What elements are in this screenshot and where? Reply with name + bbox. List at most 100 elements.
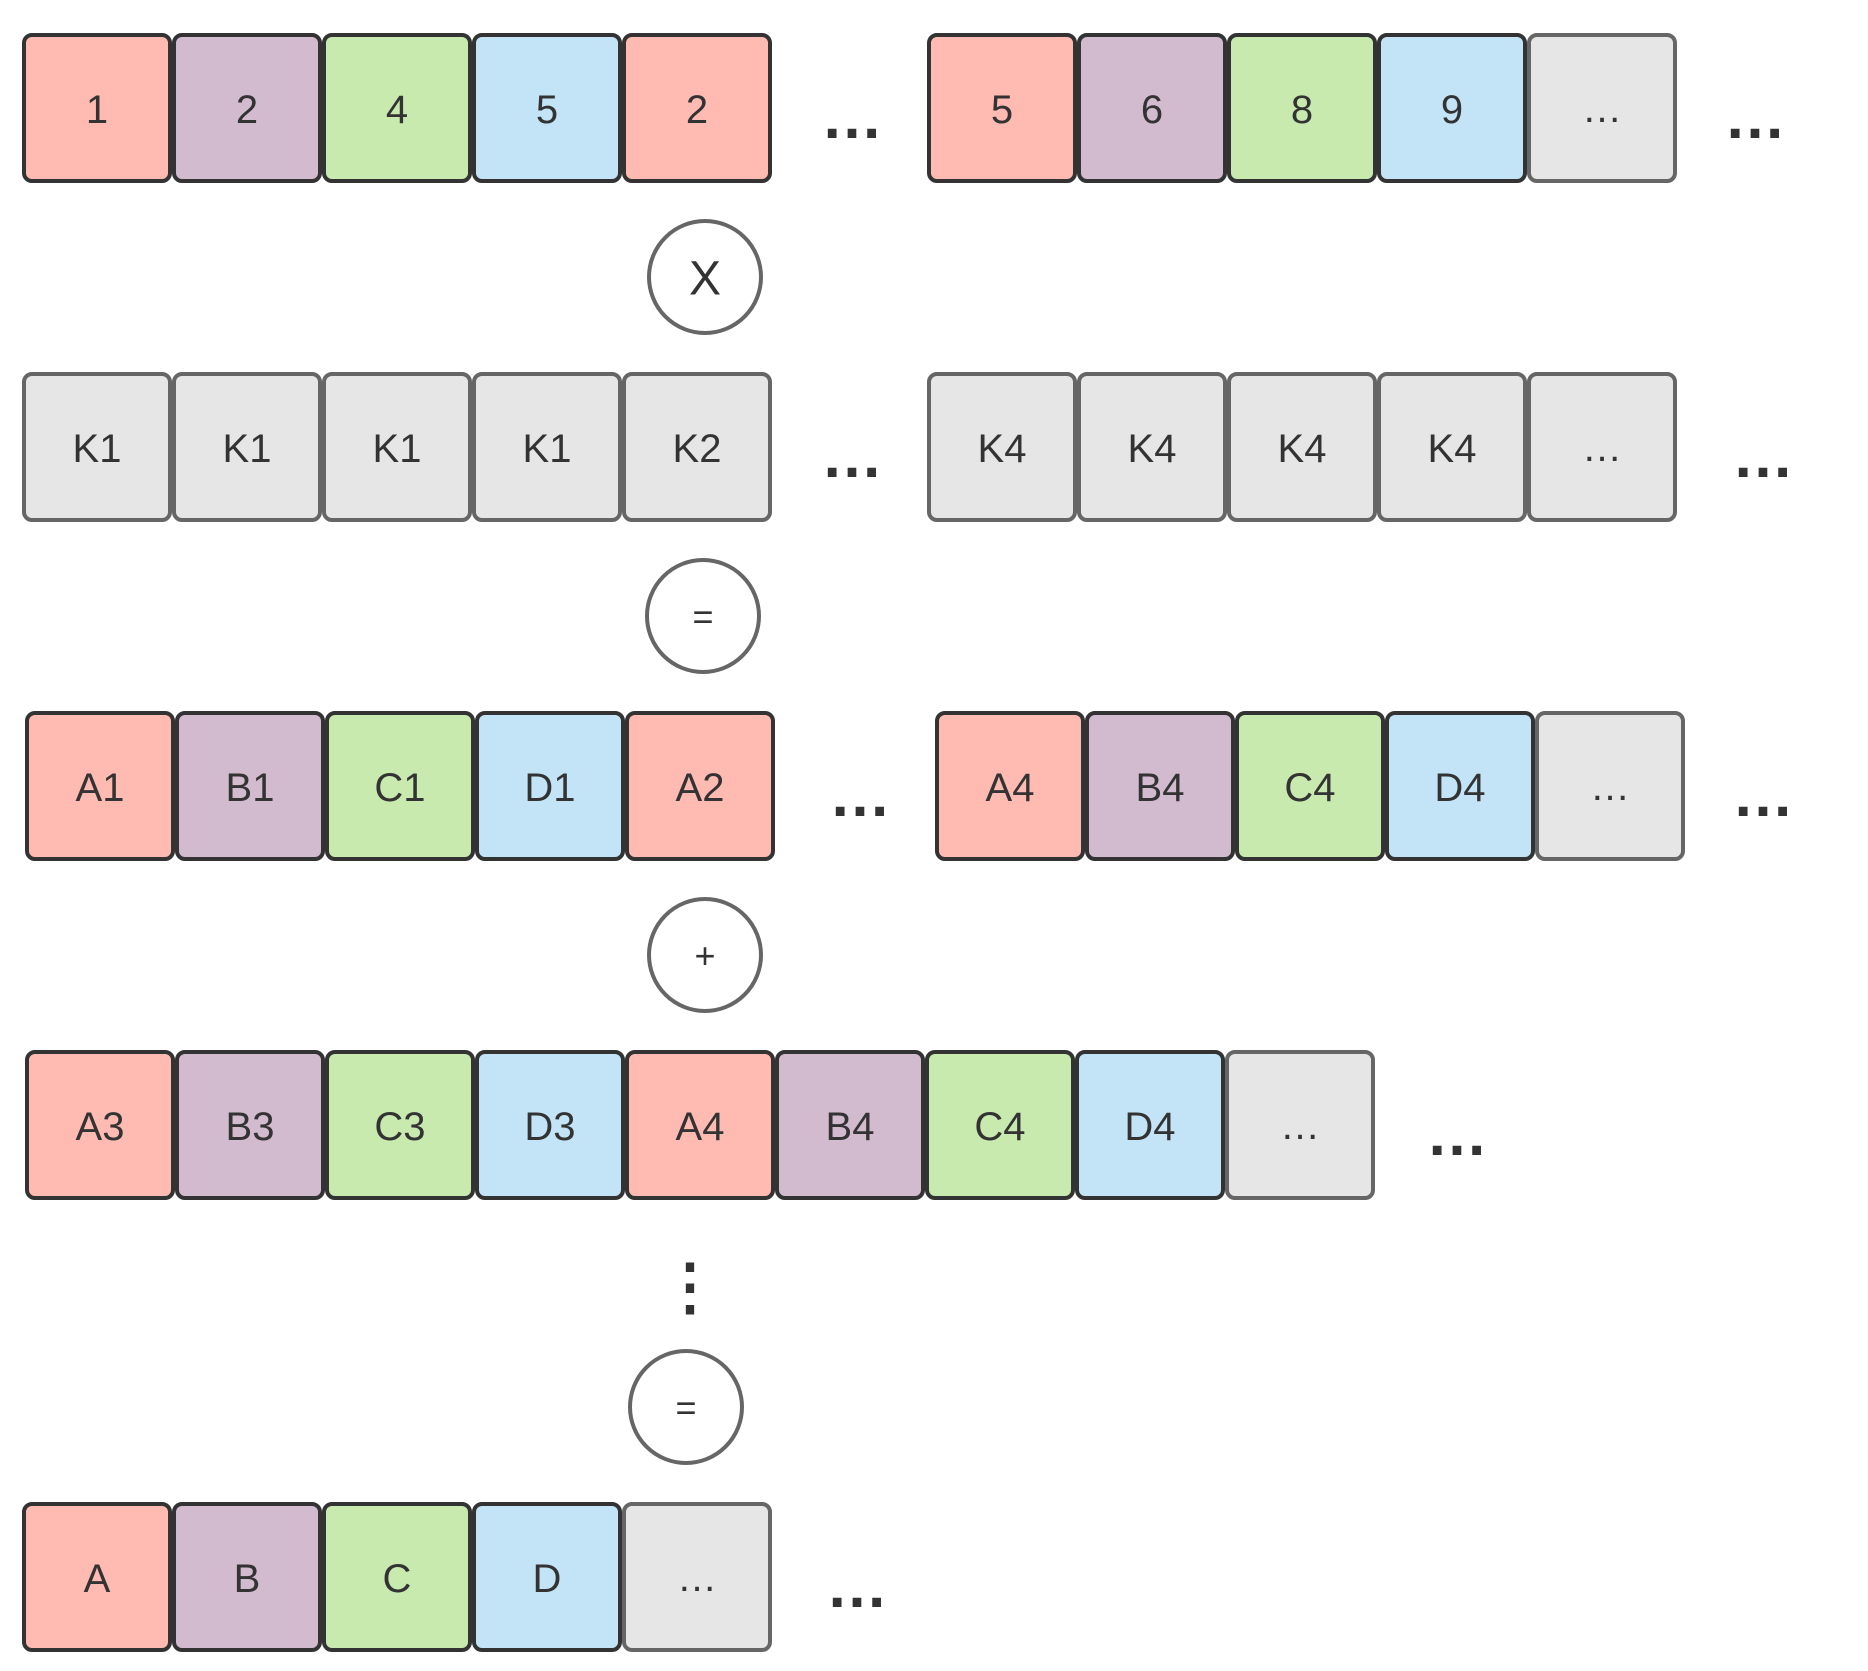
cell: C4	[1235, 711, 1385, 861]
cell-box	[175, 1050, 325, 1200]
cell-box	[472, 33, 622, 183]
cell: A1	[25, 711, 175, 861]
cell-box	[172, 1502, 322, 1652]
cell-box	[22, 33, 172, 183]
operator-circle	[645, 558, 761, 674]
cell: K1	[322, 372, 472, 522]
cell-box	[1227, 33, 1377, 183]
vertical-ellipsis: ⋮	[659, 1253, 721, 1322]
cell-label: C	[383, 1557, 412, 1601]
cell: C	[322, 1502, 472, 1652]
cell-label: D4	[1434, 766, 1485, 810]
cell-box	[475, 711, 625, 861]
cell-box	[25, 1050, 175, 1200]
cell-box	[625, 1050, 775, 1200]
cell-box	[1227, 372, 1377, 522]
cell: K4	[927, 372, 1077, 522]
cell: K4	[1227, 372, 1377, 522]
cell-label: K4	[978, 427, 1027, 471]
cell-label: K1	[73, 427, 122, 471]
cell-label: A3	[76, 1105, 125, 1149]
cell-box	[325, 711, 475, 861]
cell-box	[475, 1050, 625, 1200]
cell-label: 9	[1441, 88, 1463, 132]
cell-box	[22, 372, 172, 522]
operator-symbol: =	[675, 1387, 696, 1428]
cell-box	[472, 1502, 622, 1652]
cell-label: 4	[386, 88, 408, 132]
cell-label: 2	[236, 88, 258, 132]
cell: D4	[1075, 1050, 1225, 1200]
cell-box	[1075, 1050, 1225, 1200]
cell-label: 8	[1291, 88, 1313, 132]
cell-label: …	[1582, 426, 1622, 470]
operator-equals-2: =	[628, 1349, 744, 1465]
cell-label: …	[1280, 1104, 1320, 1148]
cell-label: C4	[1284, 766, 1335, 810]
cell-box	[1535, 711, 1685, 861]
cell-label: K1	[523, 427, 572, 471]
cell: B4	[1085, 711, 1235, 861]
cell: C1	[325, 711, 475, 861]
operator-circle	[647, 219, 763, 335]
cell: B	[172, 1502, 322, 1652]
operator-symbol: X	[689, 252, 721, 305]
cell: A	[22, 1502, 172, 1652]
cell-label: 1	[86, 88, 108, 132]
cell-label: D1	[524, 766, 575, 810]
cell-box	[935, 711, 1085, 861]
cell-label: B1	[226, 766, 275, 810]
cell-label: D4	[1124, 1105, 1175, 1149]
cell: K1	[472, 372, 622, 522]
cell-box	[1225, 1050, 1375, 1200]
cell: B1	[175, 711, 325, 861]
cell-box	[1377, 372, 1527, 522]
cell: A4	[625, 1050, 775, 1200]
cell-box	[925, 1050, 1075, 1200]
cell-box	[622, 372, 772, 522]
cell-box	[172, 33, 322, 183]
cell-box	[322, 1502, 472, 1652]
continuation-ellipsis: …	[1732, 761, 1794, 830]
cell-box	[622, 33, 772, 183]
cell: 2	[172, 33, 322, 183]
operator-multiply: X	[647, 219, 763, 335]
cell: C3	[325, 1050, 475, 1200]
cell-label: B3	[226, 1105, 275, 1149]
cell-box	[622, 1502, 772, 1652]
cell-label: 5	[991, 88, 1013, 132]
cell: K1	[22, 372, 172, 522]
cell-label: B	[234, 1557, 261, 1601]
continuation-ellipsis: …	[1724, 83, 1786, 152]
continuation-ellipsis: …	[1426, 1100, 1488, 1169]
operator-circle	[647, 897, 763, 1013]
cell-box	[775, 1050, 925, 1200]
operator-symbol: +	[694, 935, 715, 976]
cell-label: 2	[686, 88, 708, 132]
cell-box	[325, 1050, 475, 1200]
cell-label: A2	[676, 766, 725, 810]
cell-label: A	[84, 1557, 111, 1601]
cell-label: K4	[1428, 427, 1477, 471]
cell-box	[322, 372, 472, 522]
cell-label: …	[1590, 765, 1630, 809]
cell-box	[1085, 711, 1235, 861]
operator-equals-1: =	[645, 558, 761, 674]
cell: …	[622, 1502, 772, 1652]
cell-box	[1527, 372, 1677, 522]
cell-box	[175, 711, 325, 861]
cell-label: A4	[676, 1105, 725, 1149]
cell: K4	[1377, 372, 1527, 522]
cell: A4	[935, 711, 1085, 861]
cell-label: C3	[374, 1105, 425, 1149]
cell: 5	[927, 33, 1077, 183]
cell: D4	[1385, 711, 1535, 861]
cell: 8	[1227, 33, 1377, 183]
